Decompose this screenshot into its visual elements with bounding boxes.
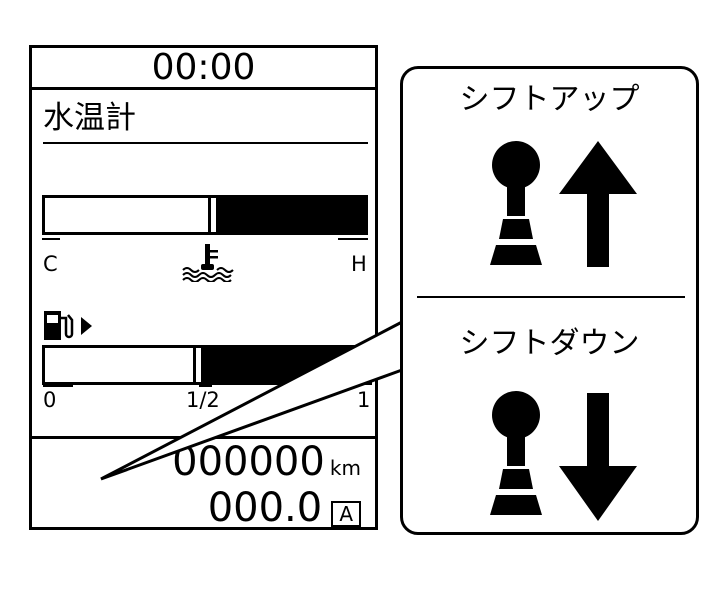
temp-high-label: H <box>351 252 367 276</box>
odometer: 000000 km <box>172 440 361 484</box>
fuel-empty-label: 0 <box>43 385 73 411</box>
coolant-temperature-icon <box>182 244 234 282</box>
temperature-bar-fill <box>215 198 365 232</box>
fuel-half-tick <box>199 385 212 387</box>
shift-up-icon <box>490 141 637 267</box>
odometer-unit: km <box>329 456 361 480</box>
shift-indicator-legend: シフトアップ シフトダウン <box>400 66 699 535</box>
fuel-needle <box>193 348 204 382</box>
fuel-full-label: 1 <box>357 388 371 412</box>
legend-divider <box>417 296 685 298</box>
tripmeter-value: 000.0 <box>207 485 323 531</box>
tripmeter: 000.0 A <box>208 486 361 530</box>
trip-mode-badge: A <box>331 501 361 527</box>
temp-high-tick <box>338 238 368 240</box>
fuel-half-label: 1/2 <box>186 388 220 412</box>
odometer-value: 000000 <box>172 439 325 485</box>
shift-down-label: シフトダウン <box>459 326 640 361</box>
clock: 00:00 <box>32 48 375 90</box>
title-underline <box>43 142 368 144</box>
shift-up-label: シフトアップ <box>459 82 640 117</box>
shift-down-icon <box>490 391 637 521</box>
instrument-display: 00:00 水温計 C H 0 1/2 1 000000 km 000.0 <box>29 45 378 530</box>
temp-low-label: C <box>43 252 58 276</box>
temp-low-tick <box>42 238 60 240</box>
gauge-title: 水温計 <box>43 100 136 136</box>
temperature-needle <box>208 198 219 232</box>
temperature-bar <box>42 195 368 235</box>
fuel-pump-icon <box>44 311 92 340</box>
